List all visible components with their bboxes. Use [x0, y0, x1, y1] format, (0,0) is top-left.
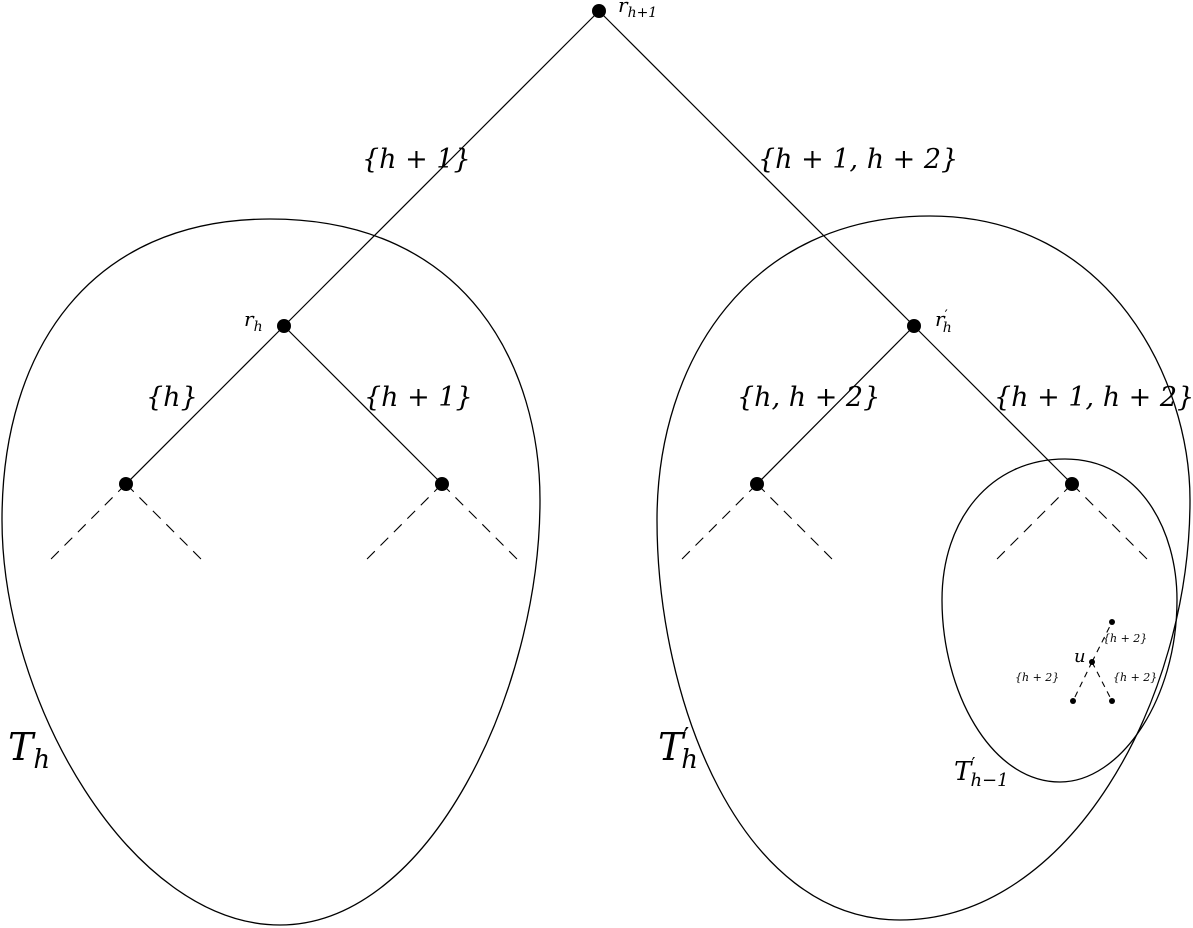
- u-node: [1089, 659, 1095, 665]
- edge-root-left: [283, 10, 600, 327]
- edge-label-u-up: {h + 2}: [1103, 632, 1147, 645]
- edge-rh-left: [125, 325, 285, 485]
- rhp-node-label: r′h: [935, 307, 952, 336]
- leaf-node: [435, 477, 449, 491]
- edge-label-rhp-right: {h + 1, h + 2}: [994, 382, 1193, 413]
- u-edge-right: [1091, 661, 1113, 702]
- leaf-node: [119, 477, 133, 491]
- subtree-label-thm1: T′h−1: [954, 754, 1009, 791]
- edge-label-root-left: {h + 1}: [362, 144, 471, 175]
- dash-edge: [441, 483, 520, 562]
- u-child-left-node: [1070, 698, 1076, 704]
- subtree-label-th: Th: [8, 725, 50, 775]
- dash-edge: [125, 483, 204, 562]
- u-child-right-node: [1109, 698, 1115, 704]
- dash-edge: [364, 483, 443, 562]
- subtree-th-outline: [1, 218, 541, 926]
- rh-node: [277, 319, 291, 333]
- dash-edge: [756, 483, 835, 562]
- dash-edge: [48, 483, 127, 562]
- edge-rh-right: [283, 325, 443, 485]
- dash-edge: [679, 483, 758, 562]
- edge-label-u-right: {h + 2}: [1113, 671, 1157, 684]
- edge-label-u-left: {h + 2}: [1015, 671, 1059, 684]
- root-node: [592, 4, 606, 18]
- edge-label-rh-right: {h + 1}: [364, 382, 473, 413]
- edge-rhp-left: [756, 325, 915, 485]
- edge-root-right: [598, 10, 915, 327]
- dash-edge: [1071, 483, 1150, 562]
- root-node-label: rh+1: [618, 0, 657, 21]
- u-edge-up: [1091, 621, 1113, 663]
- u-node-label: u: [1074, 646, 1086, 667]
- leaf-node: [1065, 477, 1079, 491]
- u-edge-left: [1072, 661, 1093, 702]
- edge-label-rh-left: {h}: [146, 382, 198, 413]
- edge-label-rhp-left: {h, h + 2}: [737, 382, 880, 413]
- dash-edge: [994, 483, 1073, 562]
- rh-node-label: rh: [244, 307, 263, 335]
- rhp-node: [907, 319, 921, 333]
- subtree-label-thp: T′h: [658, 723, 698, 775]
- edge-label-root-right: {h + 1, h + 2}: [758, 144, 958, 175]
- edge-rhp-right: [913, 325, 1073, 485]
- leaf-node: [750, 477, 764, 491]
- subtree-thp-outline: [656, 215, 1191, 921]
- subtree-thm1-outline: [941, 458, 1178, 783]
- u-child-up-node: [1109, 619, 1115, 625]
